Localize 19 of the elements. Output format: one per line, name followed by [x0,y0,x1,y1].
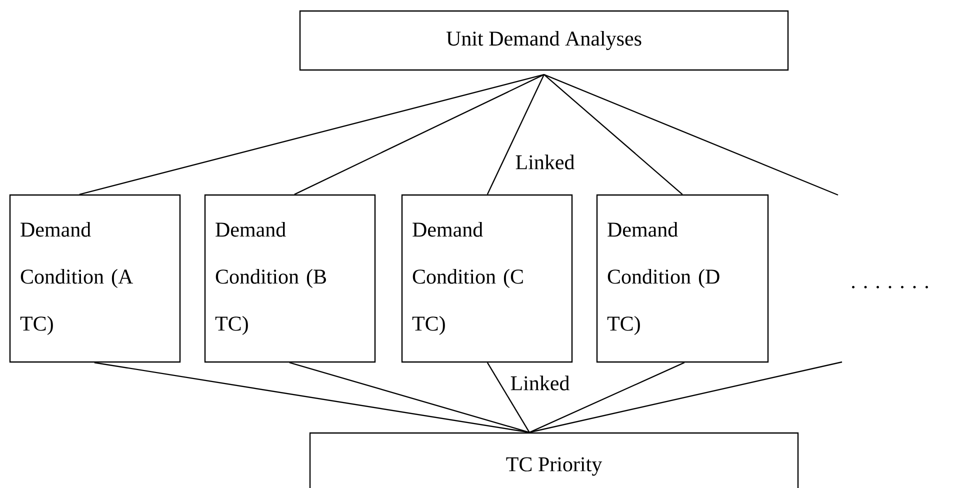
condition-box: Demand Condition (D TC) [596,194,769,363]
condition-box: Demand Condition (C TC) [401,194,573,363]
connector-line [79,74,544,195]
process-box: TC Priority [309,432,799,488]
connector-line [529,361,842,433]
connector-line [529,362,685,433]
connector-line [544,74,683,195]
connector-line [486,74,545,195]
connector-line [486,362,530,433]
condition-box: Demand Condition (B TC) [204,194,376,363]
connector-line [94,362,530,433]
connector-line [544,74,838,196]
condition-box: Demand Condition (A TC) [9,194,181,363]
process-box: Unit Demand Analyses [299,10,789,71]
edge-label: Linked [514,154,576,170]
ellipsis-dots: · · · · · · · [852,286,928,288]
edge-label: Linked [509,374,571,392]
connector-line [294,74,544,195]
connector-line [289,362,530,433]
